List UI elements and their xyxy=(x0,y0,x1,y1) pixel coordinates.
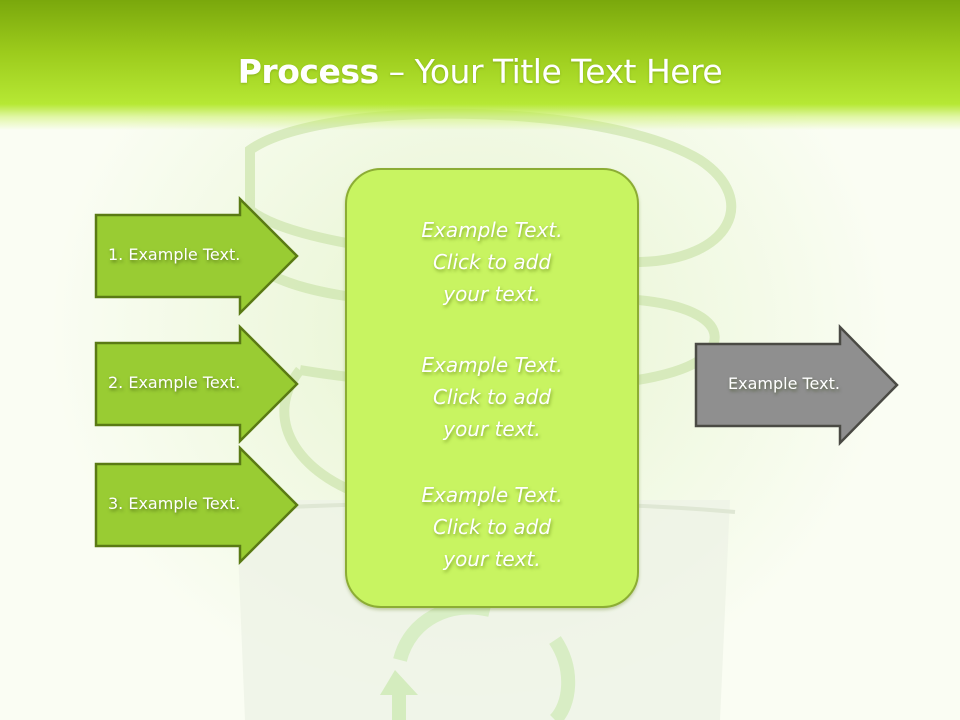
title-bold: Process xyxy=(237,52,379,91)
right-arrow-shape-icon xyxy=(694,323,899,447)
process-text-block-2[interactable]: Example Text. Click to add your text. xyxy=(347,349,637,445)
right-arrow-shape-icon xyxy=(94,195,299,317)
input-arrow-3[interactable]: 3. Example Text. xyxy=(94,444,300,566)
input-arrow-2[interactable]: 2. Example Text. xyxy=(94,323,300,445)
slide-title[interactable]: Process – Your Title Text Here xyxy=(0,52,960,91)
text-line: Click to add xyxy=(432,250,552,274)
text-line: your text. xyxy=(443,547,541,571)
text-line: your text. xyxy=(443,282,541,306)
output-arrow-label: Example Text. xyxy=(728,374,840,393)
input-arrow-label: 1. Example Text. xyxy=(108,245,241,264)
text-line: Click to add xyxy=(432,385,552,409)
title-bar xyxy=(0,0,960,130)
process-box[interactable]: Example Text. Click to add your text. Ex… xyxy=(345,168,639,608)
input-arrow-label: 2. Example Text. xyxy=(108,373,241,392)
text-line: Example Text. xyxy=(421,483,563,507)
process-text-block-3[interactable]: Example Text. Click to add your text. xyxy=(347,479,637,575)
right-arrow-shape-icon xyxy=(94,444,299,566)
right-arrow-shape-icon xyxy=(94,323,299,445)
input-arrow-label: 3. Example Text. xyxy=(108,494,241,513)
text-line: Example Text. xyxy=(421,353,563,377)
text-line: Example Text. xyxy=(421,218,563,242)
process-text-block-1[interactable]: Example Text. Click to add your text. xyxy=(347,214,637,310)
input-arrow-1[interactable]: 1. Example Text. xyxy=(94,195,300,317)
output-arrow[interactable]: Example Text. xyxy=(694,323,901,447)
text-line: your text. xyxy=(443,417,541,441)
text-line: Click to add xyxy=(432,515,552,539)
title-rest: – Your Title Text Here xyxy=(378,52,723,91)
